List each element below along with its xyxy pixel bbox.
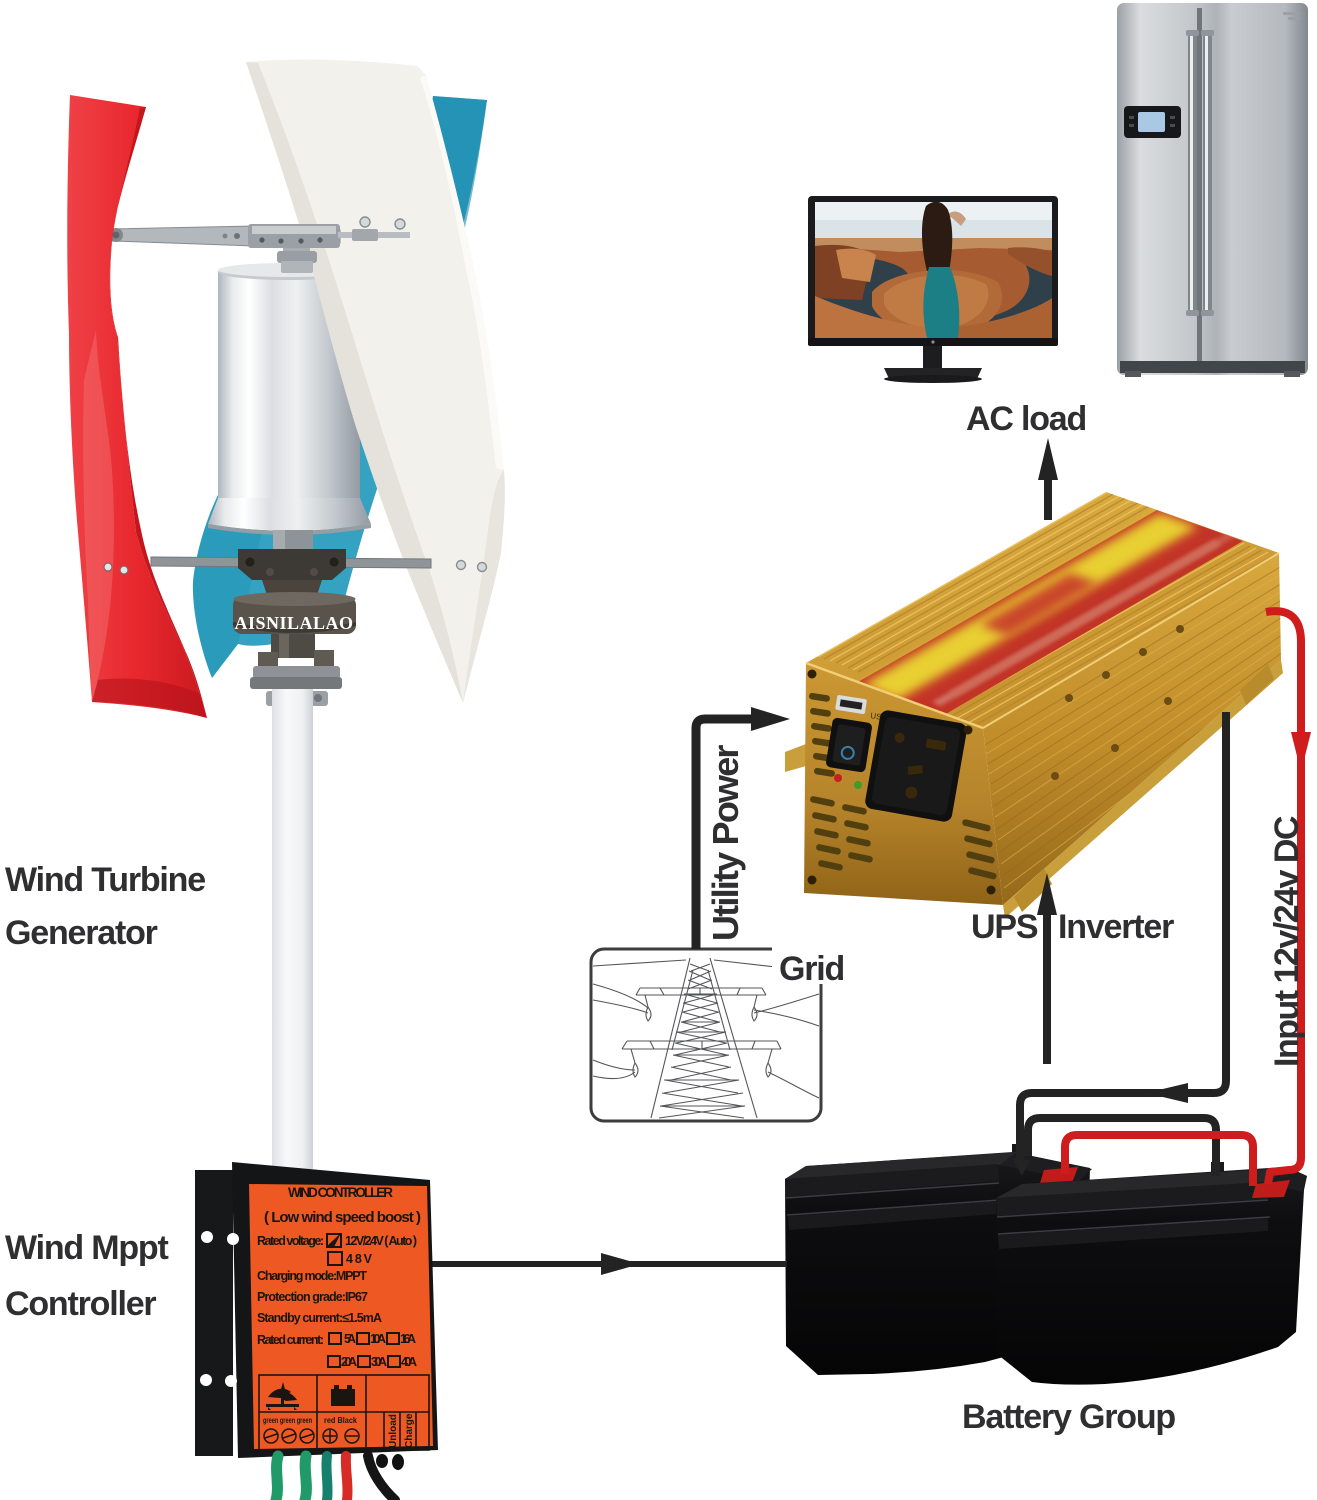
svg-text:Rated voltage:: Rated voltage: <box>257 1234 324 1248</box>
svg-text:40A: 40A <box>401 1355 417 1369</box>
svg-text:10A: 10A <box>370 1332 386 1346</box>
svg-text:Charging mode:MPPT: Charging mode:MPPT <box>257 1269 367 1283</box>
svg-text:Battery Group: Battery Group <box>962 1398 1175 1436</box>
svg-text:Input 12v/24v DC: Input 12v/24v DC <box>1268 816 1306 1067</box>
svg-text:AISNILALAO: AISNILALAO <box>234 613 353 633</box>
svg-text:Unload: Unload <box>388 1414 399 1448</box>
svg-text:AC load: AC load <box>966 400 1086 438</box>
svg-text:16A: 16A <box>400 1332 416 1346</box>
svg-text:12V/24V ( Auto ): 12V/24V ( Auto ) <box>345 1234 417 1248</box>
svg-text:Standby current:≤1.5mA: Standby current:≤1.5mA <box>257 1311 382 1325</box>
svg-text:red Black: red Black <box>324 1415 357 1425</box>
svg-text:WIND CONTROLLER: WIND CONTROLLER <box>288 1185 393 1200</box>
svg-text:Charge: Charge <box>404 1413 415 1448</box>
svg-text:Rated current:: Rated current: <box>257 1333 324 1347</box>
svg-text:Wind Turbine: Wind Turbine <box>5 861 205 899</box>
svg-text:USB: USB <box>870 711 888 722</box>
svg-text:30A: 30A <box>371 1355 387 1369</box>
svg-text:Protection grade:IP67: Protection grade:IP67 <box>257 1290 368 1304</box>
svg-text:Utility Power: Utility Power <box>705 745 746 941</box>
svg-text:5A: 5A <box>344 1332 356 1346</box>
svg-text:( Low wind speed boost ): ( Low wind speed boost ) <box>264 1209 421 1226</box>
svg-text:green green green: green green green <box>263 1415 312 1425</box>
svg-text:Wind Mppt: Wind Mppt <box>5 1229 168 1267</box>
svg-text:Controller: Controller <box>5 1285 156 1323</box>
svg-text:48V: 48V <box>346 1252 373 1266</box>
svg-text:20A: 20A <box>341 1355 357 1369</box>
svg-text:UPS: UPS <box>971 908 1038 946</box>
svg-text:Grid: Grid <box>779 950 844 988</box>
svg-text:Inverter: Inverter <box>1058 908 1174 946</box>
svg-text:Generator: Generator <box>5 914 158 952</box>
